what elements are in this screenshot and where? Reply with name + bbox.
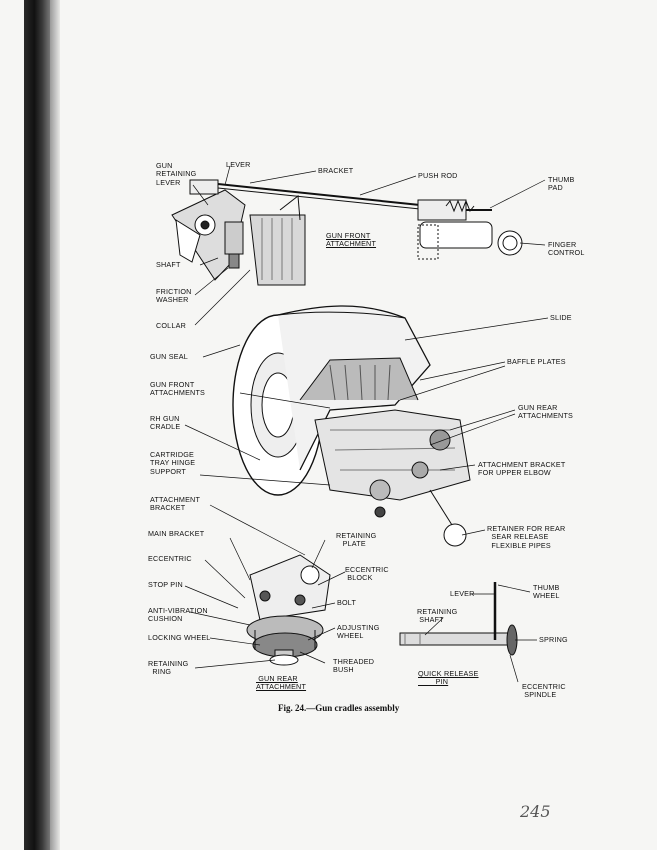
label-lever-qr: LEVER <box>450 589 475 598</box>
label-shaft: SHAFT <box>156 260 181 269</box>
page-binding-edge <box>24 0 50 850</box>
label-push-rod: PUSH ROD <box>418 171 458 180</box>
label-bolt: BOLT <box>337 598 357 607</box>
label-quick-release-pin: QUICK RELEASE PIN <box>418 669 479 687</box>
label-retainer-rear-sear: RETAINER FOR REAR SEAR RELEASE FLEXIBLE … <box>487 524 566 550</box>
label-gun-seal: GUN SEAL <box>150 352 188 361</box>
label-spring: SPRING <box>539 635 568 644</box>
label-retaining-ring: RETAINING RING <box>148 659 189 677</box>
label-baffle-plates: BAFFLE PLATES <box>507 357 566 366</box>
label-eccentric-spindle: ECCENTRIC SPINDLE <box>522 682 566 700</box>
figure-caption: Fig. 24.—Gun cradles assembly <box>278 703 400 713</box>
label-eccentric: ECCENTRIC <box>148 554 192 563</box>
page-number: 245 <box>520 802 551 821</box>
gun-front-attachment-drawing <box>171 179 523 286</box>
label-bracket: BRACKET <box>318 166 354 175</box>
leader-lines <box>184 165 549 683</box>
gun-rear-attachment-drawing <box>246 554 331 666</box>
gun-cradle-main-drawing <box>232 305 471 547</box>
label-slide: SLIDE <box>550 313 572 322</box>
label-stop-pin: STOP PIN <box>148 580 183 589</box>
label-main-bracket: MAIN BRACKET <box>148 529 205 538</box>
label-retaining-shaft: RETAINING SHAFT <box>417 607 458 625</box>
label-retaining-plate: RETAINING PLATE <box>336 531 377 549</box>
page-binding-shadow <box>50 0 60 850</box>
label-eccentric-block: ECCENTRIC BLOCK <box>345 565 389 583</box>
label-locking-wheel: LOCKING WHEEL <box>148 633 211 642</box>
label-lever: LEVER <box>226 160 251 169</box>
label-collar: COLLAR <box>156 321 186 330</box>
quick-release-pin-drawing <box>399 582 518 656</box>
